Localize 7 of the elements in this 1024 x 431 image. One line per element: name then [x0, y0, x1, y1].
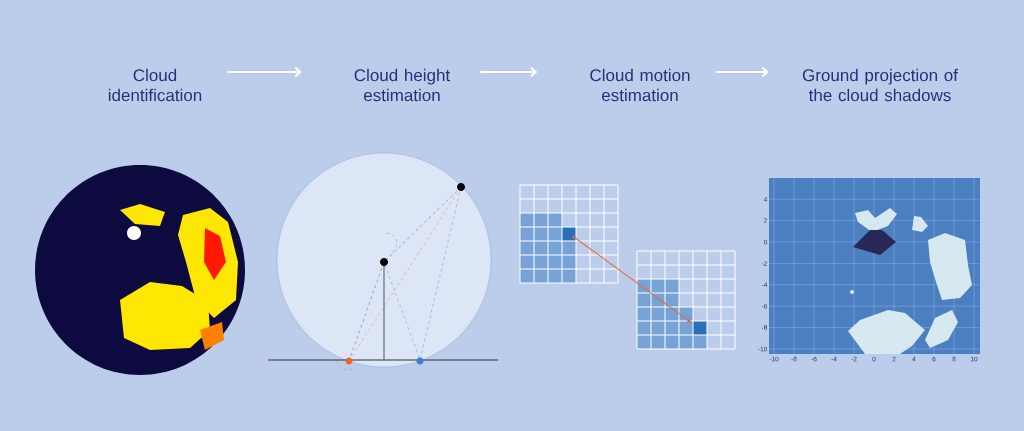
arrow — [479, 66, 538, 78]
arrow — [226, 66, 302, 78]
step-label: Cloud height estimation — [354, 68, 451, 102]
step-label: Ground projection of the cloud shadows — [802, 68, 958, 102]
arrow — [714, 66, 769, 78]
step-label: Cloud identification — [108, 68, 202, 102]
step-label: Cloud motion estimation — [590, 68, 690, 102]
